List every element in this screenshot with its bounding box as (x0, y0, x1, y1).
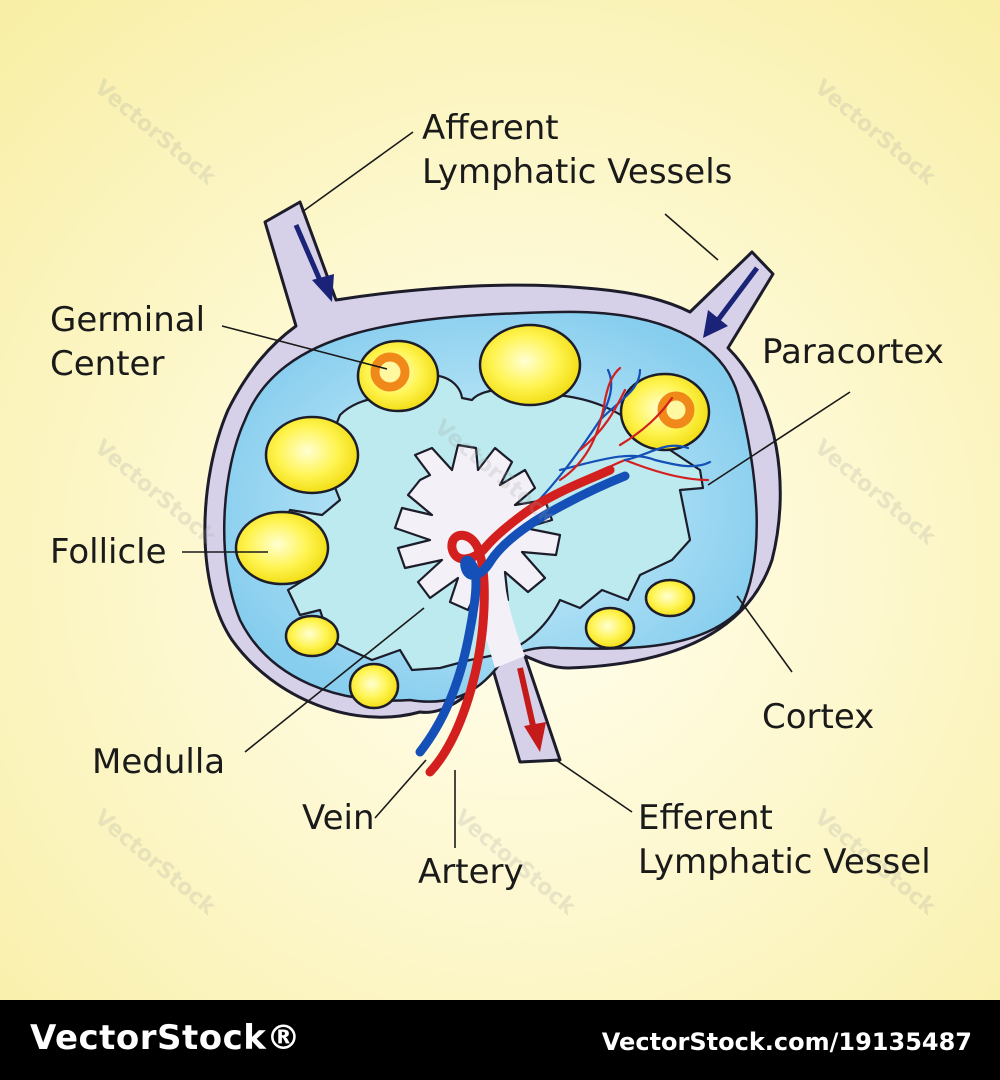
label-artery: Artery (418, 852, 524, 892)
label-afferent-lymphatic-vessels: Afferent Lymphatic Vessels (422, 106, 732, 194)
label-germinal-line2: Center (50, 344, 165, 384)
label-cortex: Cortex (762, 697, 875, 737)
label-follicle: Follicle (50, 532, 167, 572)
label-paracortex: Paracortex (762, 332, 944, 372)
diagram-stage: VectorStock VectorStock VectorStock Vect… (0, 0, 1000, 1000)
label-efferent-line2: Lymphatic Vessel (638, 842, 931, 882)
label-medulla: Medulla (92, 742, 226, 782)
medulla-region (393, 443, 562, 612)
label-efferent-line1: Efferent (638, 798, 773, 838)
follicle-left (234, 510, 330, 586)
leader-lines (182, 131, 851, 848)
footer-image-id: VectorStock.com/19135487 (601, 1028, 972, 1056)
label-germinal-center: Germinal Center (50, 298, 205, 386)
germinal-center-right (657, 391, 695, 429)
label-afferent-line2: Lymphatic Vessels (422, 152, 733, 192)
follicle-left-lower (284, 614, 340, 658)
follicle-top (478, 323, 582, 407)
lymph-node-diagram (182, 131, 851, 848)
footer-bar: VectorStock® VectorStock.com/19135487 (0, 1000, 1000, 1080)
vessel-branches (518, 366, 712, 522)
label-efferent-lymphatic-vessel: Efferent Lymphatic Vessel (638, 796, 931, 884)
label-germinal-line1: Germinal (50, 300, 206, 340)
afferent-arrow-right (703, 266, 759, 338)
afferent-arrow-left (293, 224, 334, 302)
label-afferent-line1: Afferent (422, 108, 559, 148)
artery (425, 465, 615, 777)
follicle-bottom-right (584, 606, 636, 650)
germinal-center-left (370, 352, 410, 392)
efferent-arrow (517, 667, 546, 752)
follicle-right-lower (644, 578, 696, 618)
follicle-left-upper (264, 415, 360, 495)
footer-brand: VectorStock® (30, 1018, 301, 1058)
follicle-bottom-left (348, 662, 400, 710)
vein (415, 471, 630, 757)
label-vein: Vein (302, 798, 375, 838)
